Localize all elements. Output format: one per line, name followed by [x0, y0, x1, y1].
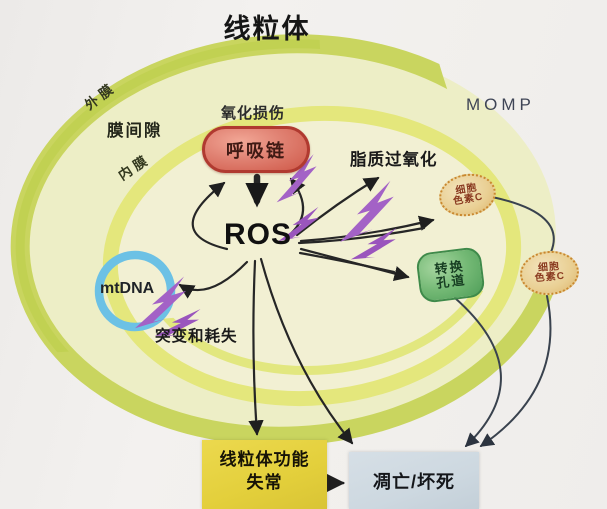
cytochrome-c-label-line2: 色素C — [534, 270, 566, 285]
arrow-pore-to-apoptosis — [454, 297, 502, 448]
cytochrome-c-label-line2: 色素C — [452, 191, 485, 208]
mitochondrial-dysfunction-box: 线粒体功能 失常 — [202, 440, 327, 509]
transition-pore-label-line2: 孔道 — [435, 272, 468, 291]
arrow-ros-fan-line — [297, 226, 426, 245]
arrow-ros-to-mtdna — [178, 260, 249, 299]
arrow-ros-to-apoptosis — [259, 257, 354, 445]
respiratory-chain-node: 呼吸链 — [202, 126, 310, 173]
respiratory-chain-label: 呼吸链 — [226, 140, 286, 161]
arrow-cytc-release — [491, 196, 555, 253]
oxidative-damage-label: 氧化损伤 — [221, 105, 286, 122]
cytochrome-release-arrows — [454, 196, 555, 448]
arrow-ros-to-cytc — [299, 215, 435, 243]
inner-membrane-crista-arc — [145, 283, 498, 376]
apoptosis-necrosis-label: 凋亡/坏死 — [372, 471, 455, 492]
mutation-and-loss-label: 突变和耗失 — [155, 328, 238, 345]
figure-title: 线粒体 — [223, 14, 311, 44]
apoptosis-necrosis-box: 凋亡/坏死 — [349, 452, 479, 509]
arrow-ros-to-lipid — [295, 176, 380, 237]
intermembrane-space-label: 膜间隙 — [107, 122, 163, 140]
momp-label: MOMP — [466, 95, 535, 114]
outer-membrane-highlight-arc — [15, 39, 336, 355]
arrow-ros-to-dysfunction — [248, 259, 264, 436]
arrow-cytc-to-apoptosis — [479, 295, 552, 447]
lipid-peroxidation-label: 脂质过氧化 — [350, 151, 438, 169]
transition-pore-node: 转换 孔道 — [415, 246, 486, 304]
arrow-ros-to-chain-left — [191, 181, 229, 251]
arrow-ros-fan-line-2 — [298, 251, 396, 274]
dysfunction-label-line2: 失常 — [246, 472, 283, 492]
mtdna-label: mtDNA — [100, 280, 155, 297]
dysfunction-label-line1: 线粒体功能 — [219, 450, 310, 469]
ros-label: ROS — [223, 218, 292, 251]
